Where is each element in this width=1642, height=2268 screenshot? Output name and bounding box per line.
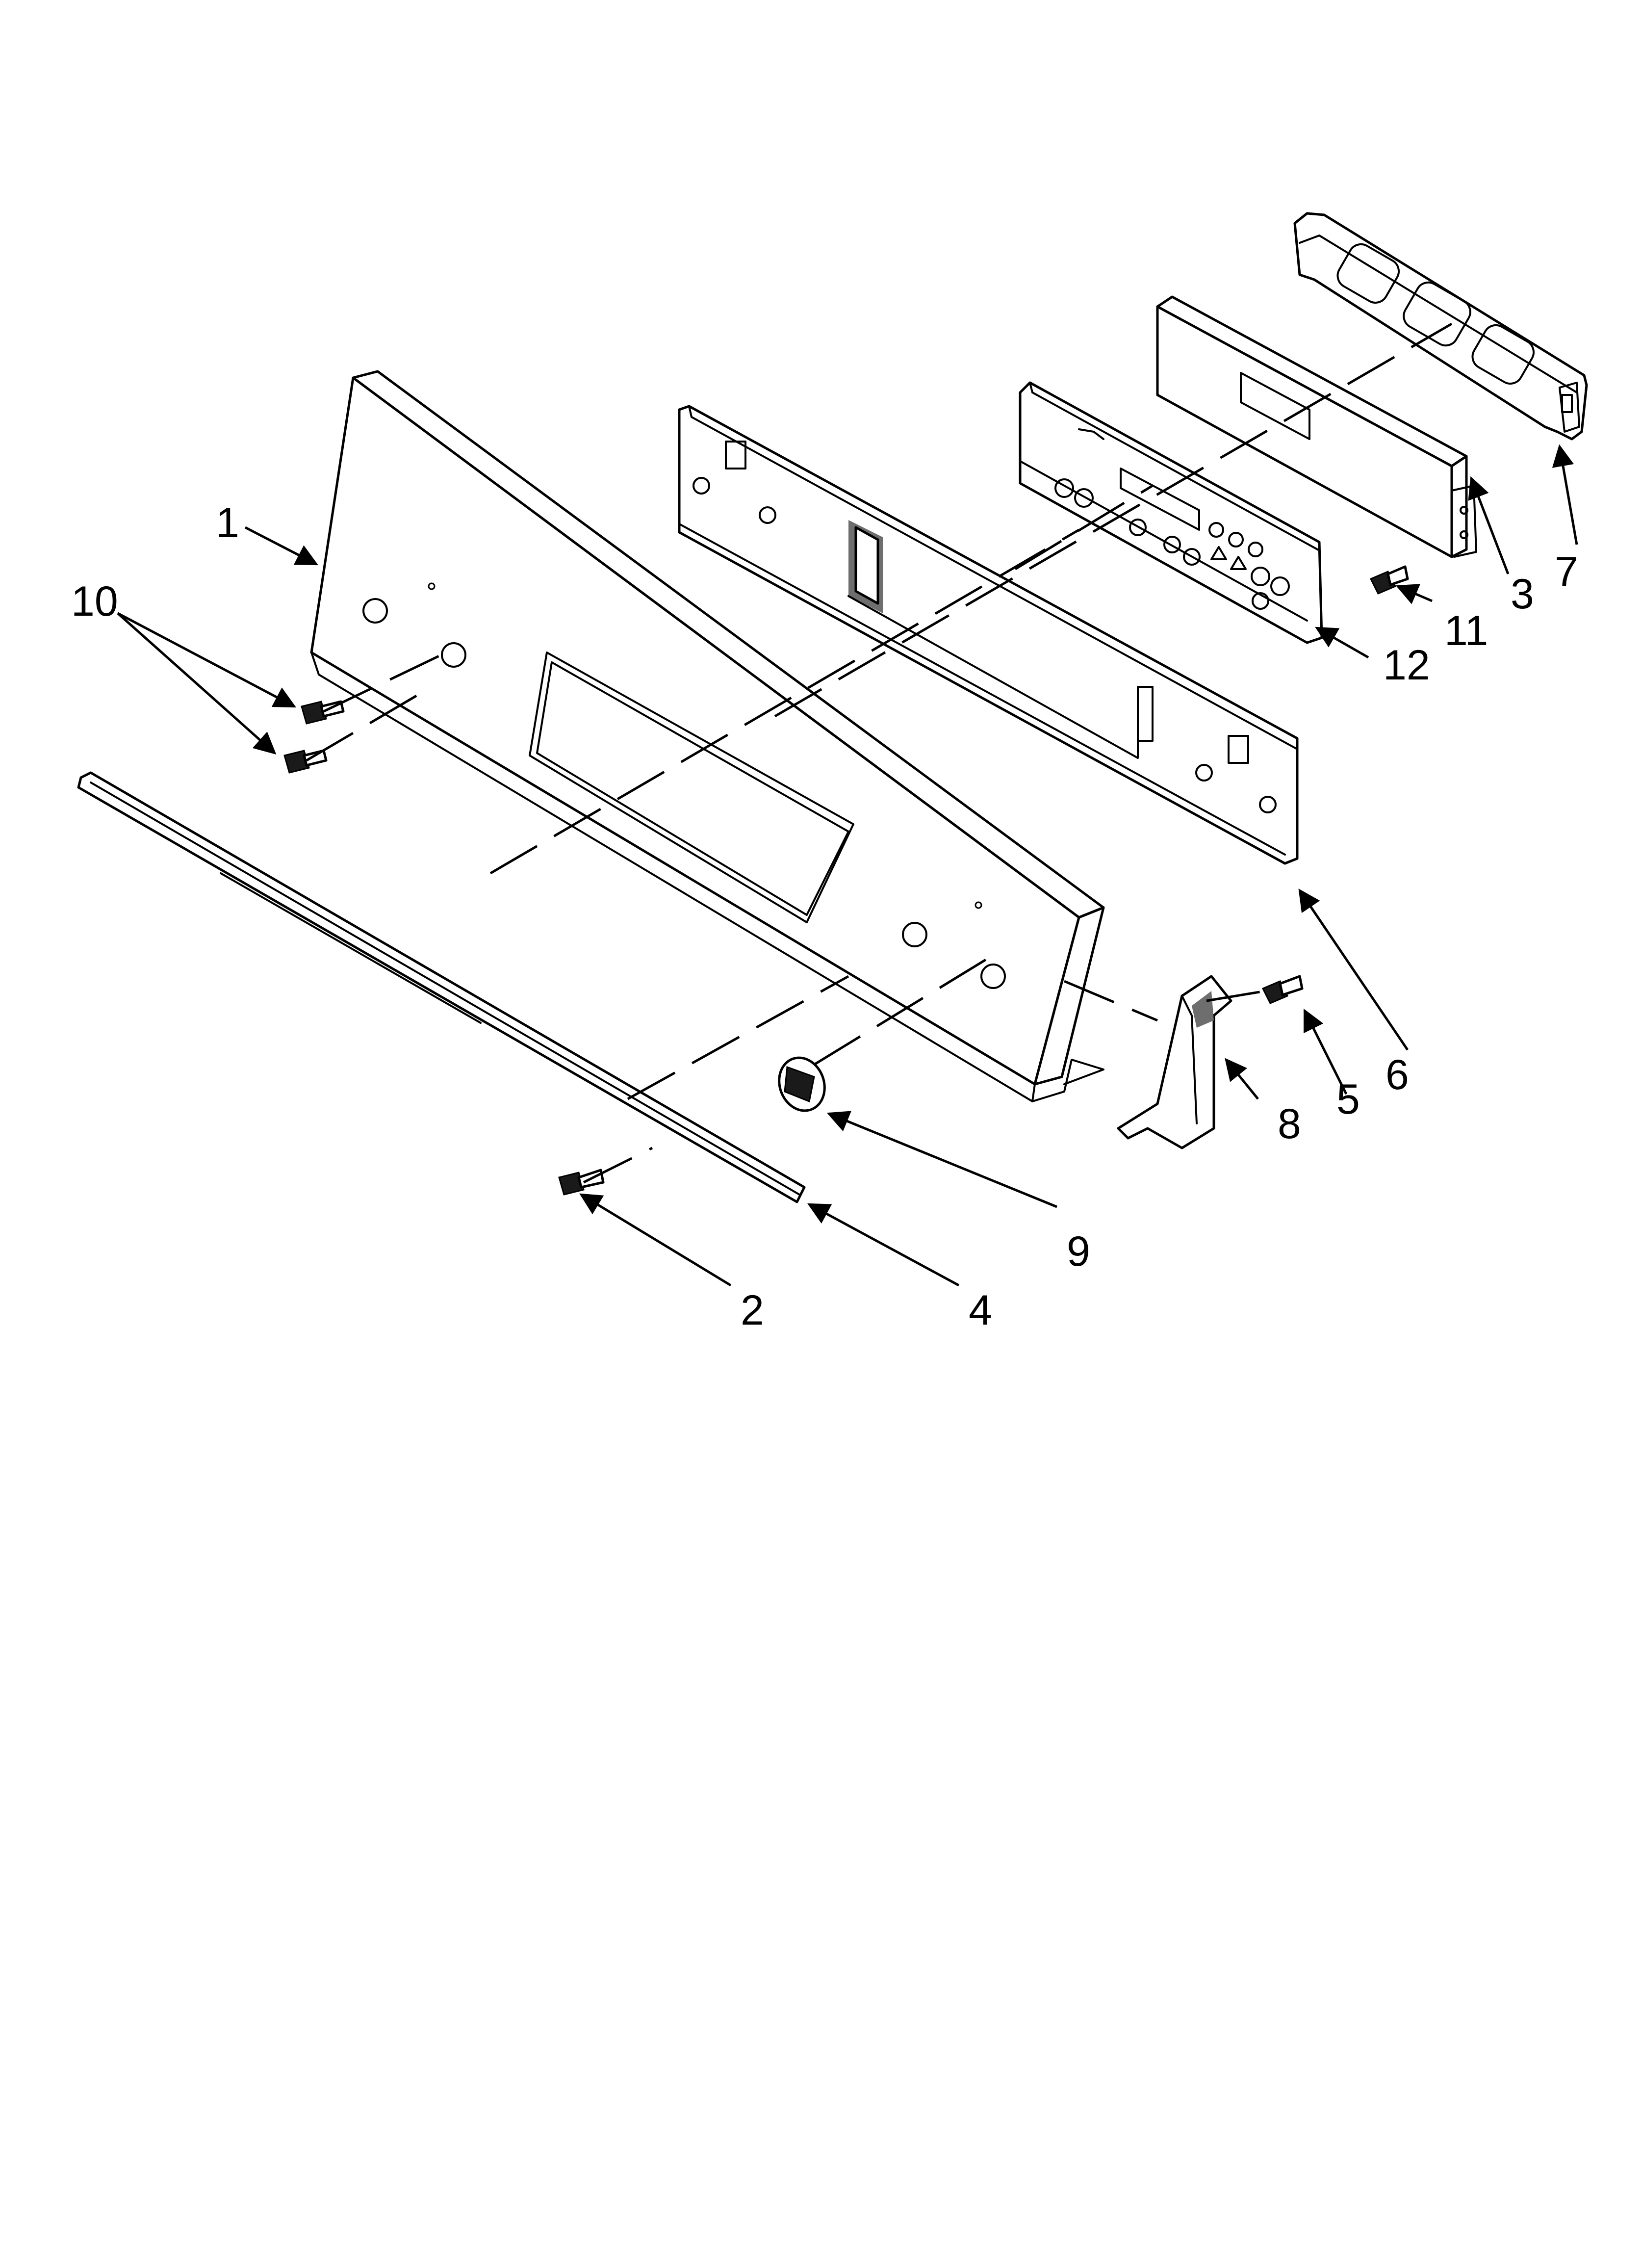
part-5-screw <box>1261 975 1304 1004</box>
part-3-control-housing <box>1156 295 1477 558</box>
callout-8: 8 <box>1278 1100 1301 1147</box>
callout-1: 1 <box>216 499 239 547</box>
callout-5: 5 <box>1336 1076 1360 1123</box>
part-12-control-overlay <box>1019 381 1323 644</box>
callout-11: 11 <box>1444 607 1488 654</box>
callout-leaders <box>117 444 1578 1287</box>
part-9-knob <box>778 1056 826 1112</box>
part-10-screws <box>283 700 345 774</box>
part-7-rear-bracket <box>1293 212 1588 441</box>
callout-10: 10 <box>71 578 118 625</box>
callout-9: 9 <box>1067 1228 1090 1275</box>
assembly-lines <box>306 322 1453 1184</box>
callout-4: 4 <box>969 1287 992 1334</box>
callout-7: 7 <box>1555 548 1578 596</box>
part-1-control-panel <box>310 370 1105 1102</box>
part-2-screw <box>558 1169 605 1196</box>
callout-3: 3 <box>1511 571 1534 618</box>
part-8-end-bracket <box>1117 975 1232 1149</box>
part-11-screw <box>1369 565 1409 595</box>
part-4-trim-strip <box>77 771 806 1203</box>
callout-12: 12 <box>1383 642 1430 689</box>
callout-labels: 1 10 2 4 9 8 5 6 3 7 11 12 <box>71 499 1578 1334</box>
callout-6: 6 <box>1385 1051 1409 1098</box>
callout-2: 2 <box>741 1287 764 1334</box>
part-6-backing-panel <box>678 405 1299 865</box>
